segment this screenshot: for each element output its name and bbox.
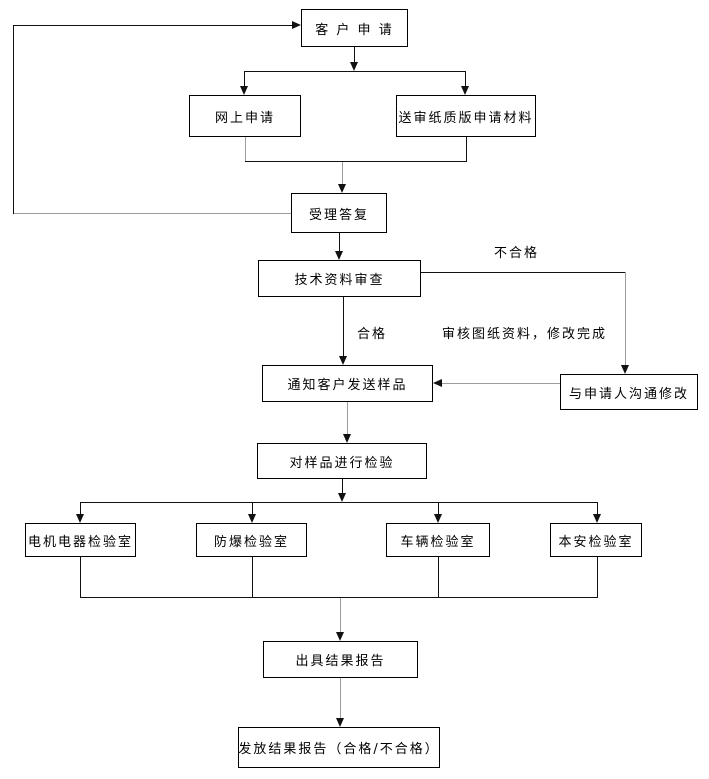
node-deliver-report: 发放结果报告（合格/不合格） bbox=[238, 727, 440, 768]
connector-paper-down bbox=[466, 137, 467, 162]
edge-label-qualified: 合格 bbox=[357, 327, 388, 342]
connector-loop-left bbox=[13, 25, 14, 214]
arrowhead-into-tech-review bbox=[335, 251, 343, 260]
node-paper-apply-label: 送审纸质版申请材料 bbox=[398, 110, 534, 126]
connector-split1-left bbox=[244, 71, 245, 86]
connector-notify-down bbox=[347, 402, 348, 434]
arrowhead-into-lab-vehicle bbox=[434, 514, 442, 523]
node-lab-explosion: 防爆检验室 bbox=[196, 523, 307, 557]
connector-merge1-down bbox=[342, 162, 343, 184]
node-communicate-modify-label: 与申请人沟通修改 bbox=[568, 386, 689, 402]
node-lab-intrinsic: 本安检验室 bbox=[550, 523, 642, 557]
connector-issue-down bbox=[340, 678, 341, 718]
node-lab-explosion-label: 防爆检验室 bbox=[213, 534, 289, 550]
arrowhead-into-customer-apply bbox=[292, 21, 301, 29]
arrowhead-into-deliver-report bbox=[336, 718, 344, 727]
node-customer-apply: 客 户 申 请 bbox=[301, 9, 408, 47]
arrowhead-into-notify-sample-side bbox=[433, 379, 442, 387]
node-issue-report: 出具结果报告 bbox=[263, 641, 418, 678]
node-customer-apply-label: 客 户 申 请 bbox=[315, 22, 394, 38]
node-lab-motor: 电机电器检验室 bbox=[25, 523, 136, 557]
connector-acceptance-down bbox=[339, 233, 340, 251]
node-lab-vehicle-label: 车辆检验室 bbox=[400, 534, 476, 550]
arrowhead-into-lab-motor bbox=[76, 514, 84, 523]
node-lab-intrinsic-label: 本安检验室 bbox=[558, 534, 634, 550]
connector-unqualified-v bbox=[625, 272, 626, 365]
connector-split2-v2 bbox=[252, 502, 253, 514]
arrowhead-into-issue-report bbox=[336, 632, 344, 641]
edge-label-unqualified: 不合格 bbox=[494, 246, 540, 261]
connector-loop-top bbox=[13, 25, 292, 26]
edge-label-review-done: 审核图纸资料，修改完成 bbox=[442, 327, 608, 342]
connector-unqualified-h bbox=[421, 272, 626, 273]
arrowhead-into-lab-intrinsic bbox=[593, 514, 601, 523]
connector-split1-h bbox=[244, 71, 466, 72]
arrowhead-into-paper-apply bbox=[461, 86, 469, 95]
node-communicate-modify: 与申请人沟通修改 bbox=[560, 374, 698, 410]
node-acceptance-reply-label: 受理答复 bbox=[308, 207, 369, 223]
connector-split2-h bbox=[80, 502, 598, 503]
arrowhead-into-communicate-modify bbox=[621, 365, 629, 374]
connector-split2-v4 bbox=[597, 502, 598, 514]
node-lab-vehicle: 车辆检验室 bbox=[386, 523, 490, 557]
connector-inspect-down bbox=[342, 479, 343, 493]
node-acceptance-reply: 受理答复 bbox=[291, 193, 387, 233]
connector-loop-bottom bbox=[13, 213, 291, 214]
connector-online-down bbox=[245, 137, 246, 162]
node-sample-inspect: 对样品进行检验 bbox=[257, 443, 427, 479]
node-online-apply: 网上申请 bbox=[189, 95, 301, 137]
connector-split2-v1 bbox=[80, 502, 81, 514]
connector-split2-v3 bbox=[438, 502, 439, 514]
connector-merge2-v4 bbox=[597, 557, 598, 597]
arrowhead-split2 bbox=[338, 493, 346, 502]
node-online-apply-label: 网上申请 bbox=[214, 110, 275, 126]
connector-merge2-h bbox=[80, 597, 598, 598]
arrowhead-into-lab-explosion bbox=[248, 514, 256, 523]
node-tech-review-label: 技术资料审查 bbox=[294, 273, 385, 288]
connector-communicate-h bbox=[442, 383, 560, 384]
node-paper-apply: 送审纸质版申请材料 bbox=[396, 95, 536, 137]
connector-merge2-v3 bbox=[438, 557, 439, 597]
node-issue-report-label: 出具结果报告 bbox=[295, 654, 386, 669]
node-deliver-report-label: 发放结果报告（合格/不合格） bbox=[238, 742, 440, 757]
arrowhead-into-sample-inspect bbox=[343, 434, 351, 443]
connector-merge1-h bbox=[245, 161, 467, 162]
arrowhead-into-online-apply bbox=[240, 86, 248, 95]
connector-qualified-v bbox=[343, 297, 344, 356]
connector-merge2-v1 bbox=[80, 557, 81, 597]
node-sample-inspect-label: 对样品进行检验 bbox=[289, 455, 395, 471]
node-notify-sample: 通知客户发送样品 bbox=[262, 365, 433, 402]
arrowhead-split1 bbox=[350, 62, 358, 71]
connector-customer-down bbox=[354, 47, 355, 62]
arrowhead-into-notify-sample bbox=[339, 356, 347, 365]
node-tech-review: 技术资料审查 bbox=[258, 260, 421, 297]
node-lab-motor-label: 电机电器检验室 bbox=[27, 534, 133, 550]
arrowhead-into-acceptance-reply bbox=[338, 184, 346, 193]
connector-split1-right bbox=[465, 71, 466, 86]
connector-merge2-down bbox=[340, 598, 341, 632]
connector-merge2-v2 bbox=[252, 557, 253, 597]
node-notify-sample-label: 通知客户发送样品 bbox=[287, 378, 408, 393]
